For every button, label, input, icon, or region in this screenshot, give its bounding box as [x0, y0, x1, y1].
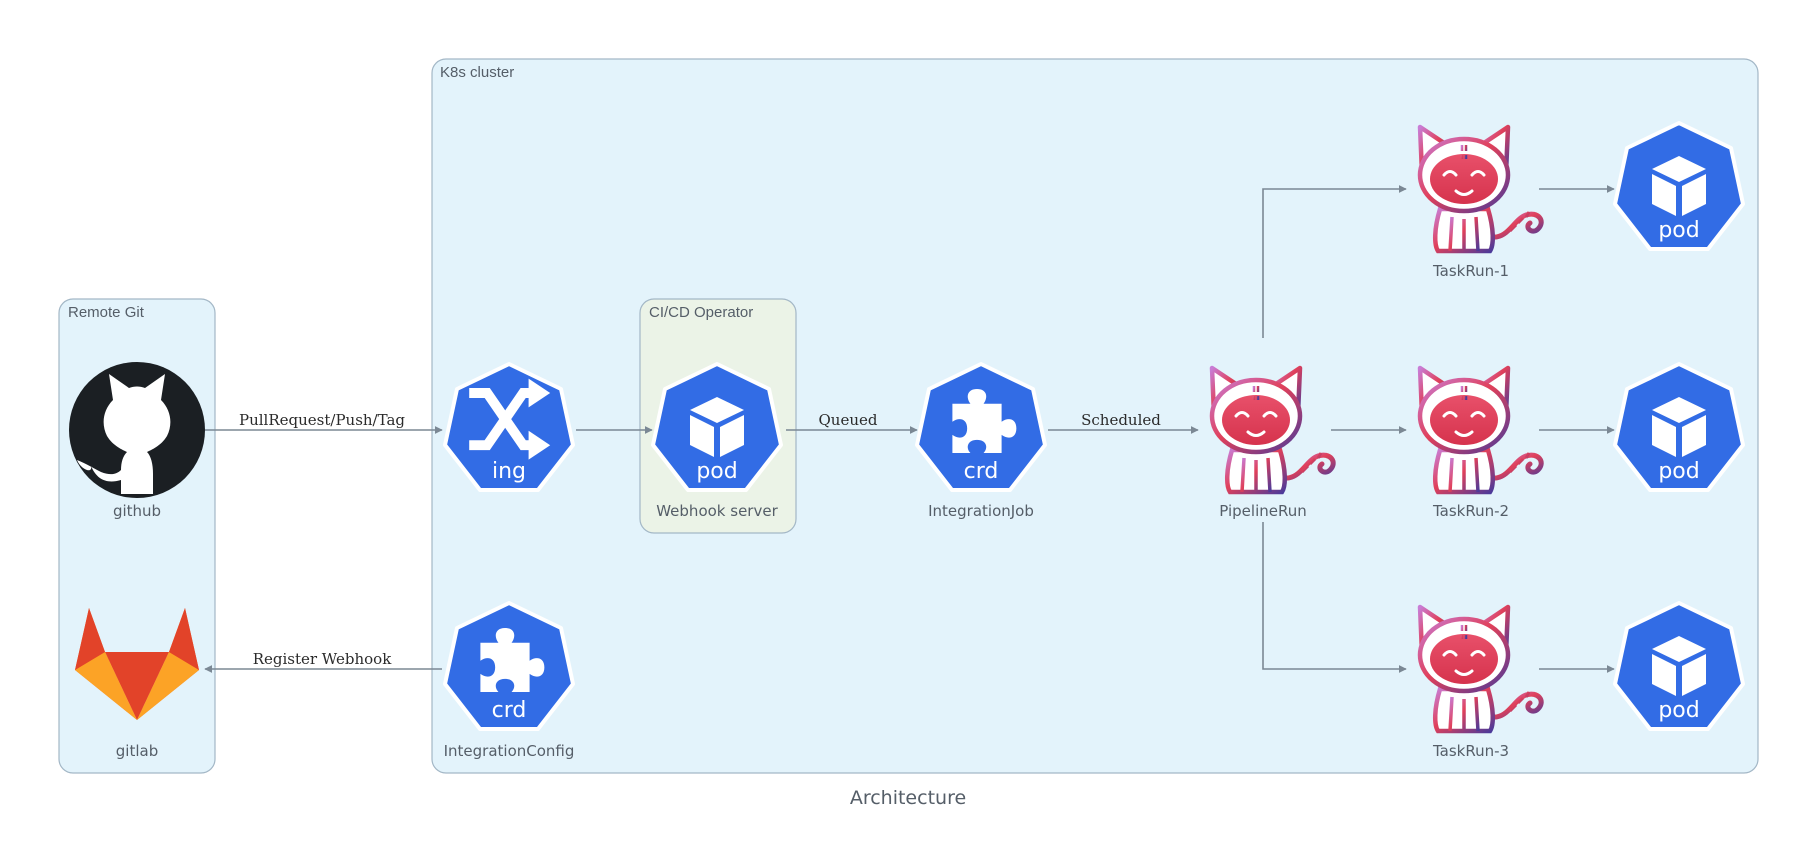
k8s-pod-icon: pod	[1613, 362, 1745, 492]
cluster-k8s-label: K8s cluster	[440, 64, 514, 81]
edge-github-ingress: PullRequest/Push/Tag	[205, 411, 443, 434]
cluster-cicd-operator-label: CI/CD Operator	[649, 304, 753, 321]
node-integration-job-label: IntegrationJob	[928, 502, 1034, 520]
node-taskrun-2: TaskRun-2	[1420, 368, 1541, 520]
node-pod-2: pod	[1613, 362, 1745, 492]
node-webhook-server: pod Webhook server	[651, 362, 783, 520]
node-webhook-server-label: Webhook server	[656, 502, 778, 520]
pod-1-badge: pod	[1658, 218, 1699, 243]
node-taskrun-3-label: TaskRun-3	[1432, 742, 1509, 760]
cluster-k8s: K8s cluster	[431, 58, 1759, 774]
node-pod-1: pod	[1613, 121, 1745, 251]
k8s-pod-icon: pod	[1613, 601, 1745, 731]
ingress-badge: ing	[492, 459, 526, 484]
node-ingress: ing	[443, 362, 575, 492]
node-gitlab-label: gitlab	[116, 742, 158, 760]
k8s-crd-icon: crd	[915, 362, 1047, 492]
node-integration-config: crd IntegrationConfig	[443, 601, 575, 760]
k8s-crd-icon: crd	[443, 601, 575, 731]
node-pod-3: pod	[1613, 601, 1745, 731]
cluster-remote-git-label: Remote Git	[68, 304, 145, 321]
edge-label-pullrequest: PullRequest/Push/Tag	[239, 411, 405, 429]
k8s-ingress-icon: ing	[443, 362, 575, 492]
config-crd-badge: crd	[492, 698, 527, 723]
node-github: github	[69, 362, 205, 520]
edge-label-queued: Queued	[819, 411, 878, 429]
job-crd-badge: crd	[964, 459, 999, 484]
k8s-pod-icon: pod	[1613, 121, 1745, 251]
node-gitlab: gitlab	[75, 608, 199, 760]
edge-label-register-webhook: Register Webhook	[253, 650, 393, 668]
node-taskrun-1-label: TaskRun-1	[1432, 262, 1509, 280]
gitlab-icon	[75, 608, 199, 720]
edge-config-gitlab: Register Webhook	[204, 650, 442, 673]
node-taskrun-1: TaskRun-1	[1420, 127, 1541, 280]
node-integration-config-label: IntegrationConfig	[444, 742, 575, 760]
edge-job-pipelinerun: Scheduled	[1048, 411, 1199, 434]
edge-pipelinerun-taskrun3	[1262, 522, 1407, 673]
node-pipelinerun-label: PipelineRun	[1219, 502, 1306, 520]
edge-webhook-job: Queued	[786, 411, 918, 434]
node-taskrun-3: TaskRun-3	[1420, 607, 1541, 760]
node-integration-job: crd IntegrationJob	[915, 362, 1047, 520]
diagram-title: Architecture	[850, 787, 966, 809]
edge-pipelinerun-taskrun1	[1262, 185, 1407, 338]
node-pipelinerun: PipelineRun	[1212, 368, 1333, 520]
k8s-pod-icon: pod	[651, 362, 783, 492]
pod-3-badge: pod	[1658, 698, 1699, 723]
github-icon	[69, 362, 205, 498]
pod-2-badge: pod	[1658, 459, 1699, 484]
node-github-label: github	[113, 502, 161, 520]
node-taskrun-2-label: TaskRun-2	[1432, 502, 1509, 520]
webhook-pod-badge: pod	[696, 459, 737, 484]
edge-label-scheduled: Scheduled	[1081, 411, 1161, 429]
